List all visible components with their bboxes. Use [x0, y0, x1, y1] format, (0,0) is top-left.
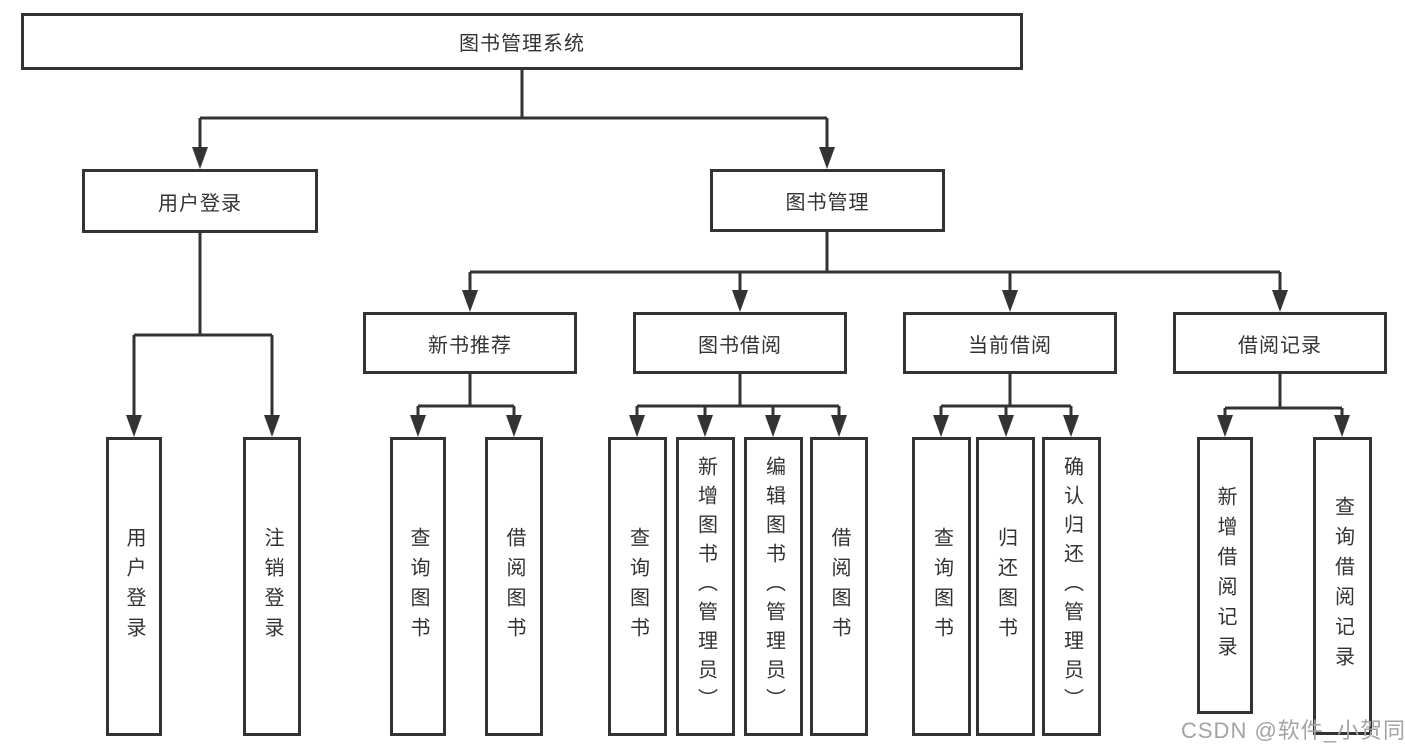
- node-new-book-recommend: 新书推荐: [363, 312, 577, 374]
- node-book-borrowing: 图书借阅: [633, 312, 847, 374]
- node-leaf-add-books-admin: 新增图书（管理员）: [676, 437, 735, 736]
- node-leaf-add-borrow-record: 新增借阅记录: [1197, 437, 1253, 714]
- node-leaf-logout-label: 注销登录: [261, 526, 283, 647]
- node-user-login: 用户登录: [82, 169, 318, 233]
- node-leaf-query-books-3: 查询图书: [912, 437, 971, 736]
- node-leaf-confirm-return-admin: 确认归还（管理员）: [1042, 437, 1101, 736]
- node-leaf-confirm-return-admin-label: 确认归还（管理员）: [1060, 456, 1083, 717]
- node-borrowing-records: 借阅记录: [1173, 312, 1387, 374]
- node-leaf-query-borrow-record-label: 查询借阅记录: [1331, 496, 1354, 676]
- node-leaf-return-books: 归还图书: [976, 437, 1035, 736]
- node-leaf-borrow-books-2-label: 借阅图书: [828, 526, 850, 647]
- node-leaf-borrow-books-1: 借阅图书: [485, 437, 543, 736]
- node-leaf-edit-books-admin-label: 编辑图书（管理员）: [762, 456, 785, 717]
- node-leaf-user-login: 用户登录: [106, 437, 162, 736]
- node-leaf-return-books-label: 归还图书: [994, 526, 1017, 647]
- node-leaf-add-borrow-record-label: 新增借阅记录: [1214, 485, 1236, 666]
- node-leaf-logout: 注销登录: [243, 437, 301, 736]
- node-book-management: 图书管理: [710, 169, 945, 232]
- node-leaf-edit-books-admin: 编辑图书（管理员）: [744, 437, 803, 736]
- node-leaf-query-borrow-record: 查询借阅记录: [1313, 437, 1372, 735]
- node-leaf-borrow-books-2: 借阅图书: [810, 437, 868, 736]
- node-leaf-query-books-2: 查询图书: [608, 437, 667, 736]
- node-leaf-add-books-admin-label: 新增图书（管理员）: [694, 456, 717, 717]
- node-leaf-query-books-3-label: 查询图书: [930, 526, 953, 647]
- node-leaf-query-books-1: 查询图书: [390, 437, 446, 736]
- node-leaf-query-books-2-label: 查询图书: [626, 526, 649, 647]
- node-leaf-borrow-books-1-label: 借阅图书: [503, 526, 525, 647]
- node-leaf-query-books-1-label: 查询图书: [407, 526, 429, 647]
- node-leaf-user-login-label: 用户登录: [123, 526, 145, 647]
- csdn-watermark: CSDN @软件_小贺同学: [1181, 718, 1405, 743]
- node-root-library-system: 图书管理系统: [21, 13, 1023, 70]
- node-current-borrowing: 当前借阅: [903, 312, 1117, 374]
